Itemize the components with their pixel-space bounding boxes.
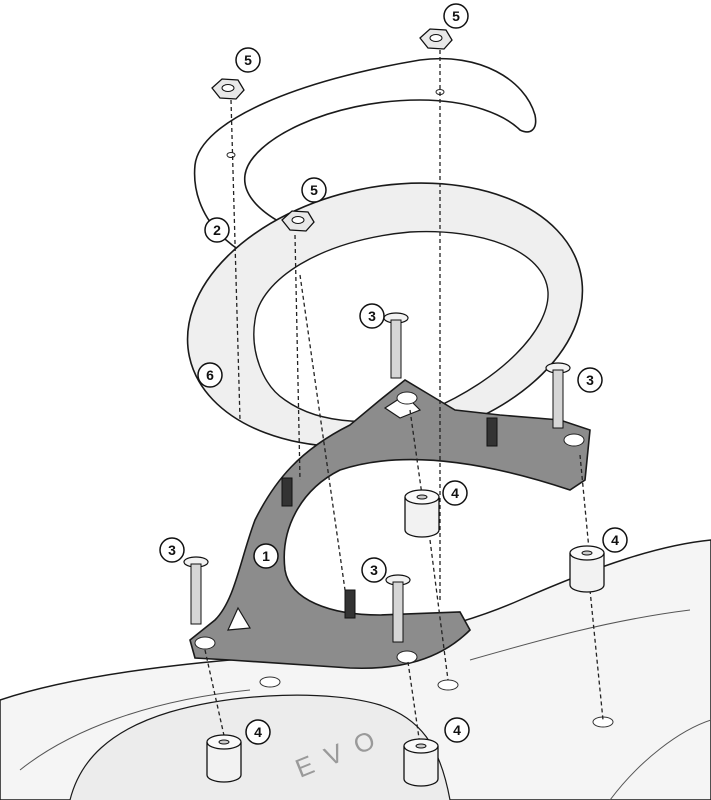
- bracket-plate: [189, 379, 591, 670]
- flange-hole: [226, 152, 236, 158]
- callout: 6: [197, 362, 223, 388]
- nut: [281, 210, 315, 232]
- callout: 4: [245, 719, 271, 745]
- tank-inner-panel: [69, 694, 451, 800]
- screw: [383, 312, 409, 379]
- tank-contour-line: [19, 689, 251, 771]
- screw: [385, 574, 411, 643]
- callout: 4: [442, 480, 468, 506]
- bracket-hole: [194, 636, 216, 650]
- svg-text:3: 3: [368, 308, 376, 324]
- nut: [211, 78, 245, 100]
- svg-text:3: 3: [370, 562, 378, 578]
- screw: [545, 362, 571, 429]
- bracket-hole: [396, 650, 418, 664]
- bracket-hole: [396, 391, 418, 405]
- nut: [419, 28, 453, 50]
- callout: 3: [159, 537, 185, 563]
- tank-mount-hole: [437, 679, 459, 691]
- svg-text:4: 4: [451, 485, 459, 501]
- callout: 3: [359, 303, 385, 329]
- bracket-hole: [563, 433, 585, 447]
- stud: [486, 417, 498, 447]
- bracket-cutout: [227, 606, 252, 631]
- callout: 5: [235, 47, 261, 73]
- callout: 4: [602, 527, 628, 553]
- callout: 4: [444, 717, 470, 743]
- svg-text:5: 5: [452, 8, 460, 24]
- stud: [344, 589, 356, 619]
- tank-contour-line-2: [469, 609, 691, 661]
- callout: 5: [301, 177, 327, 203]
- svg-text:5: 5: [244, 52, 252, 68]
- callout: 3: [361, 557, 387, 583]
- svg-text:2: 2: [213, 222, 221, 238]
- fuel-tank: EVO: [0, 539, 711, 800]
- stud: [281, 477, 293, 507]
- callout: 2: [204, 217, 230, 243]
- spacer: [404, 489, 440, 538]
- svg-text:4: 4: [611, 532, 619, 548]
- svg-text:4: 4: [254, 724, 262, 740]
- spacer: [569, 545, 605, 593]
- svg-text:3: 3: [168, 542, 176, 558]
- spacer: [206, 734, 242, 783]
- spacer: [403, 738, 439, 787]
- tank-mount-hole: [259, 676, 281, 688]
- svg-text:5: 5: [310, 182, 318, 198]
- callout: 1: [253, 543, 279, 569]
- tank-contour-line-3: [609, 719, 711, 800]
- callout: 5: [443, 3, 469, 29]
- svg-text:6: 6: [206, 367, 214, 383]
- svg-text:1: 1: [262, 548, 270, 564]
- screw: [183, 556, 209, 625]
- callout: 3: [577, 367, 603, 393]
- svg-text:4: 4: [453, 722, 461, 738]
- svg-text:3: 3: [586, 372, 594, 388]
- assembly-lines: [204, 50, 604, 746]
